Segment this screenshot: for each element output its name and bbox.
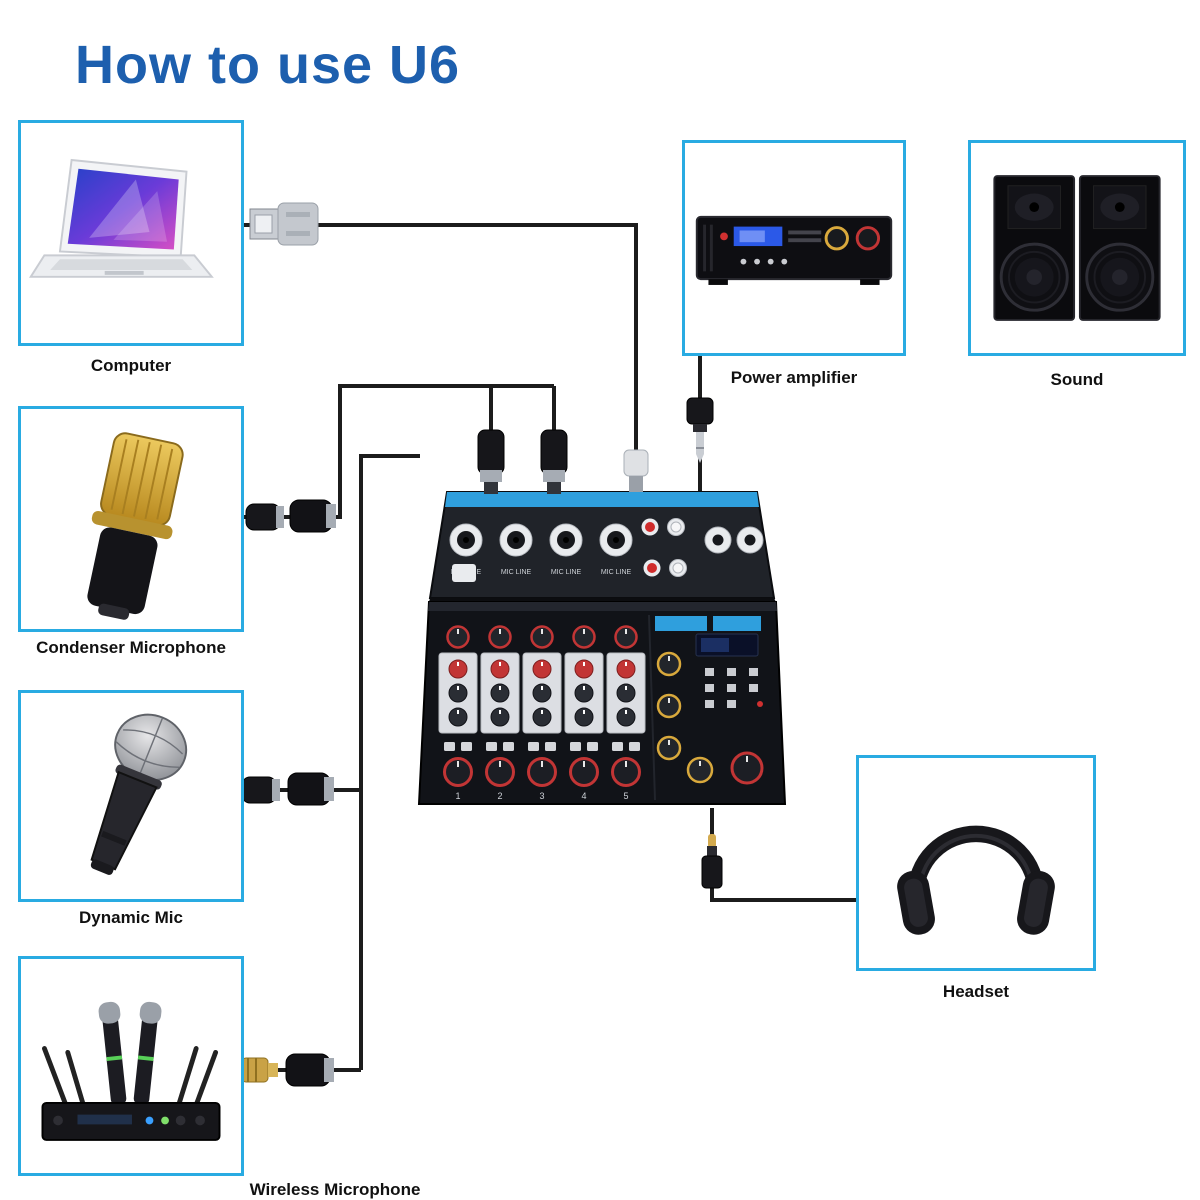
mixer-front-edge bbox=[428, 602, 777, 611]
channel-number-1: 1 bbox=[455, 791, 460, 801]
device-box-condenser-mic bbox=[18, 406, 244, 632]
mixer-channel-strips: 1 2 bbox=[438, 625, 646, 801]
headset-illustration bbox=[897, 825, 1055, 935]
channel-strip-5: 5 bbox=[606, 625, 646, 801]
mixer-front-badge-1 bbox=[655, 616, 707, 631]
laptop-illustration bbox=[28, 158, 214, 278]
aux-3-5mm-plug-icon bbox=[701, 834, 723, 889]
page-title: How to use U6 bbox=[75, 35, 461, 95]
wire-headset bbox=[710, 808, 856, 902]
channel-number-5: 5 bbox=[623, 791, 628, 801]
quarter-inch-jack-plug-icon bbox=[686, 397, 714, 463]
mixer-usb-port bbox=[452, 564, 476, 582]
xlr-plug-into-mixer-icon-2 bbox=[540, 429, 568, 494]
channel-strip-2: 2 bbox=[480, 625, 520, 801]
device-box-headset bbox=[856, 755, 1096, 971]
mixer-divider bbox=[648, 614, 656, 801]
device-label-condenser-mic: Condenser Microphone bbox=[36, 638, 226, 657]
power-amplifier-illustration bbox=[695, 215, 893, 285]
mixer-rear-accent-stripe bbox=[445, 492, 759, 507]
condenser-xlr-connector-icon bbox=[245, 499, 336, 533]
speakers-illustration bbox=[993, 175, 1161, 321]
device-label-dynamic-mic: Dynamic Mic bbox=[79, 908, 183, 927]
usb-a-plug-icon bbox=[249, 202, 319, 246]
channel-strip-3: 3 bbox=[522, 625, 562, 801]
device-label-headset: Headset bbox=[942, 982, 1010, 1001]
micro-usb-plug-icon bbox=[623, 449, 649, 492]
device-label-power-amplifier: Power amplifier bbox=[730, 368, 858, 387]
jack-label-4: MIC LINE bbox=[601, 569, 632, 576]
xlr-plug-into-mixer-icon-1 bbox=[477, 429, 505, 494]
device-box-wireless-mic bbox=[18, 956, 244, 1176]
u6-mixer: MIC LINE MIC LINE MIC LINE MIC LINE bbox=[417, 491, 787, 805]
mixer-trs-outputs bbox=[704, 526, 764, 554]
wireless-mic-illustration bbox=[41, 1001, 221, 1141]
dynamic-xlr-connector-icon bbox=[241, 772, 334, 806]
mixer-front-badge-2 bbox=[713, 616, 761, 631]
device-box-power-amplifier bbox=[682, 140, 906, 356]
channel-number-4: 4 bbox=[581, 791, 586, 801]
device-box-sound bbox=[968, 140, 1186, 356]
wire-computer-usb bbox=[244, 223, 638, 450]
speaker-left bbox=[993, 175, 1076, 321]
dynamic-mic-illustration bbox=[90, 713, 188, 875]
wire-shared-riser bbox=[359, 454, 420, 1070]
mixer-rca-jacks bbox=[641, 518, 687, 577]
condenser-mic-illustration bbox=[87, 432, 184, 620]
device-box-dynamic-mic bbox=[18, 690, 244, 902]
mixer-master-section bbox=[656, 633, 764, 785]
wireless-connector-icons bbox=[241, 1053, 334, 1087]
jack-label-3: MIC LINE bbox=[551, 569, 582, 576]
channel-number-3: 3 bbox=[539, 791, 544, 801]
speaker-right bbox=[1078, 175, 1161, 321]
device-box-computer bbox=[18, 120, 244, 346]
channel-strip-1: 1 bbox=[438, 625, 478, 801]
device-label-computer: Computer bbox=[90, 356, 172, 375]
channel-strip-4: 4 bbox=[564, 625, 604, 801]
channel-number-2: 2 bbox=[497, 791, 502, 801]
device-label-wireless-mic: Wireless Microphone bbox=[249, 1180, 421, 1199]
jack-label-2: MIC LINE bbox=[501, 569, 532, 576]
device-label-sound: Sound bbox=[1050, 370, 1104, 389]
